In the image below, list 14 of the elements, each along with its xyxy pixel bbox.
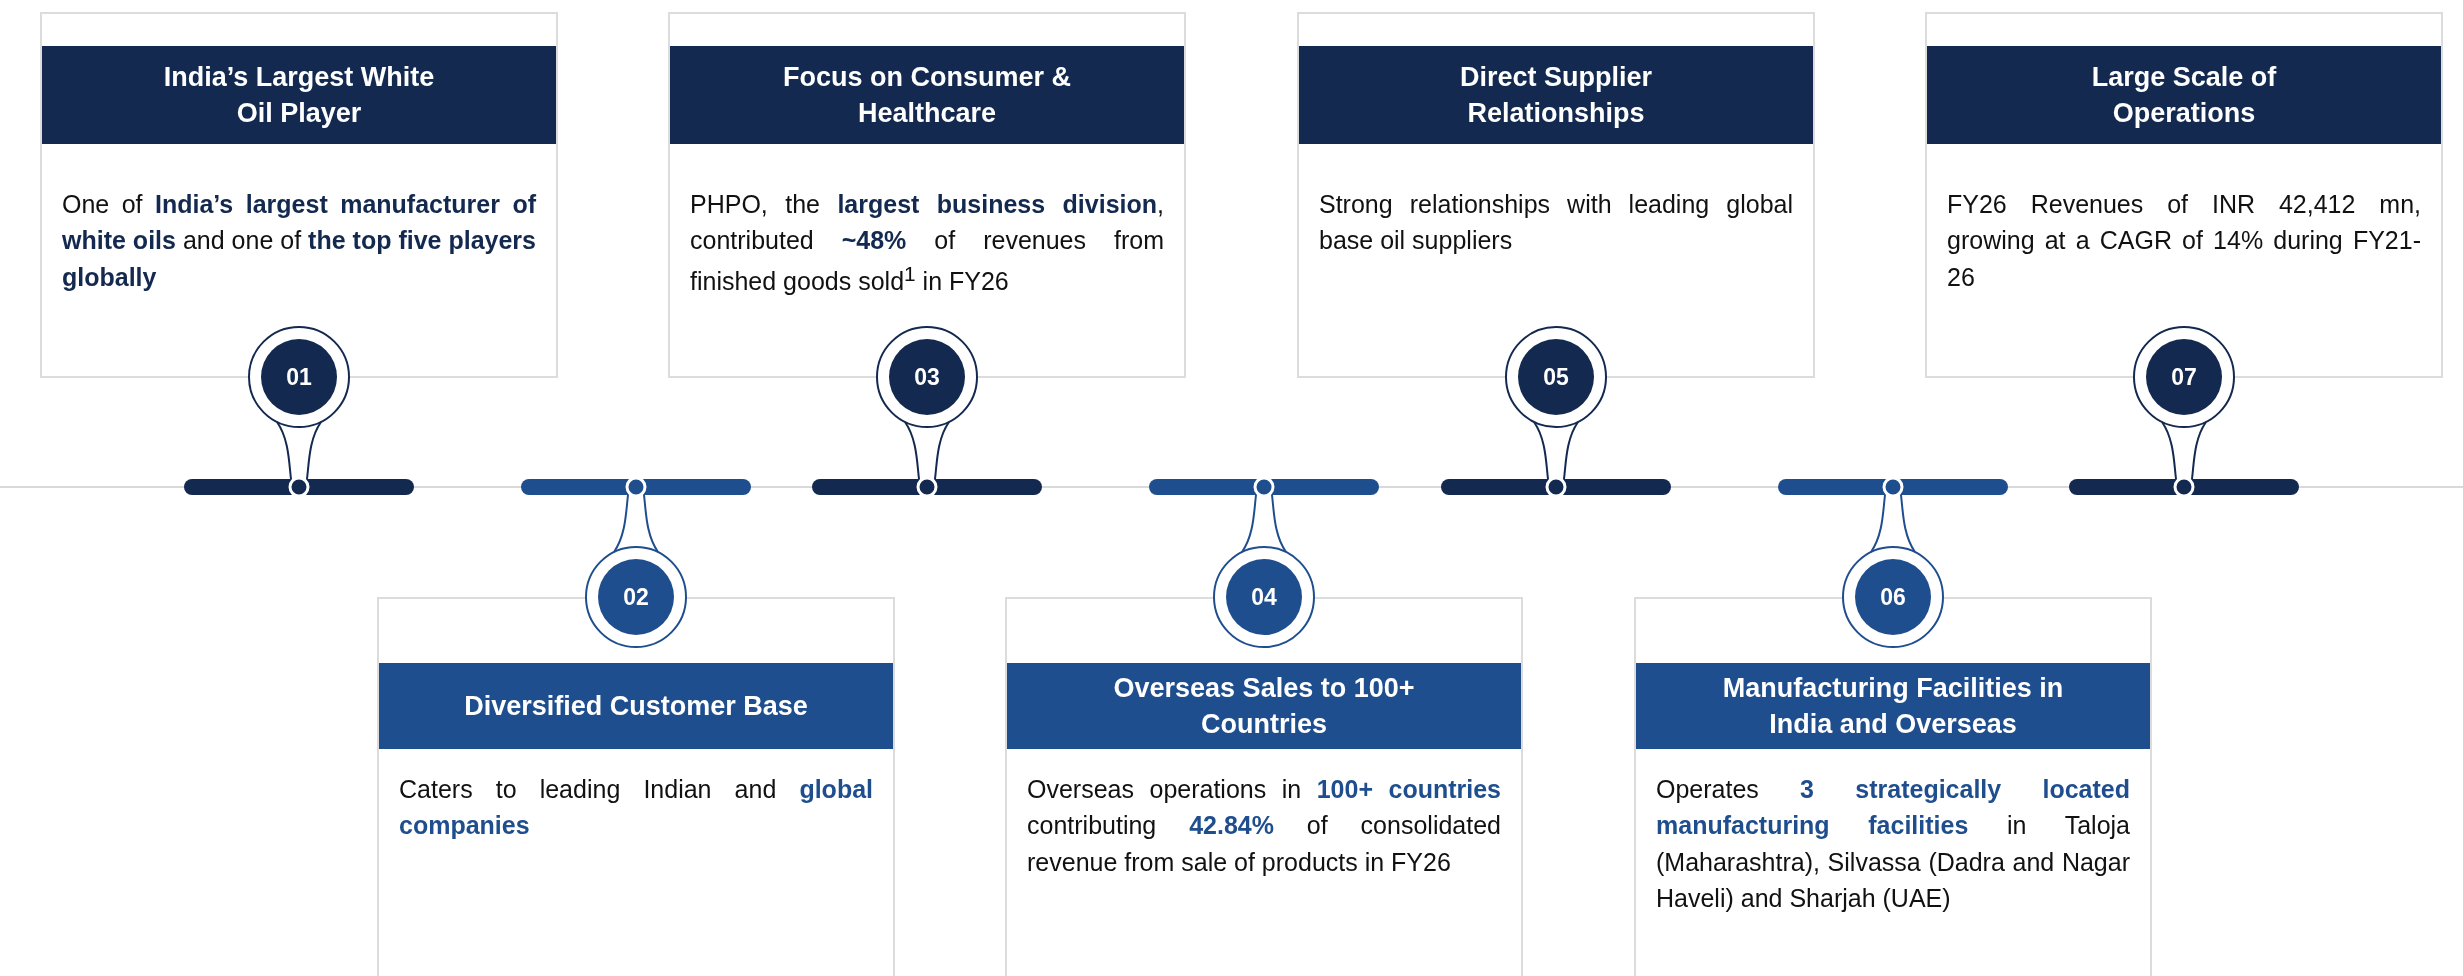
card-heading: Large Scale of Operations — [2090, 60, 2278, 130]
card-text: One of India’s largest manufacturer of white oils and one of the top five players globally — [62, 189, 536, 293]
card-heading: Direct Supplier Relationships — [1458, 60, 1653, 130]
card-heading: Diversified Customer Base — [464, 689, 808, 723]
card-text: Caters to leading Indian and global companies — [399, 774, 873, 842]
card-heading: Overseas Sales to 100+ Countries — [1112, 671, 1416, 741]
card-text: Operates 3 strategically located manufacturing facilities in Taloja (Maharashtra), Silvassa (Dadra and Nagar Haveli) and Sharjah (UAE) — [1656, 774, 2130, 914]
card-text: FY26 Revenues of INR 42,412 mn, growing at a CAGR of 14% during FY21-26 — [1947, 189, 2421, 293]
card-heading: Focus on Consumer & Healthcare — [782, 60, 1072, 130]
card-text: Overseas operations in 100+ countries contributing 42.84% of consolidated revenue from sale of products in FY26 — [1027, 774, 1501, 878]
card-heading: India’s Largest White Oil Player — [162, 60, 436, 130]
card-text: Strong relationships with leading global base oil suppliers — [1319, 189, 1793, 257]
card-heading: Manufacturing Facilities in India and Overseas — [1721, 671, 2065, 741]
card-text: PHPO, the largest business division, contributed ~48% of revenues from finished goods sold$^{1}$ in FY26 — [690, 189, 1164, 297]
